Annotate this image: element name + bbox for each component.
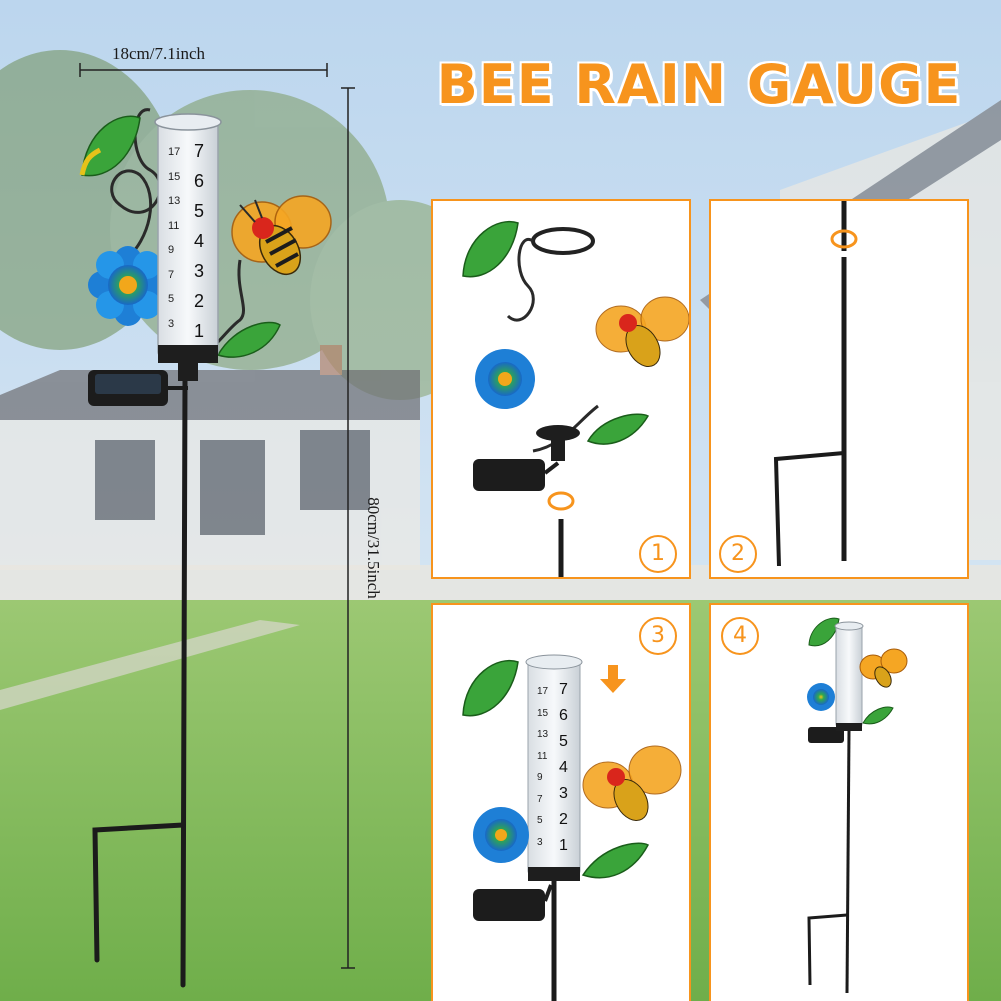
scale-inch-mark: 4 [194,231,205,251]
gauge-tube [154,113,222,381]
width-dimension-line [79,63,328,77]
scale-cm-mark: 7 [537,793,543,805]
step-1-illustration [462,220,689,577]
scale-inch-mark: 7 [194,141,205,161]
scale-cm-mark: 13 [168,195,181,207]
solar-light [88,370,188,406]
scale-inch-mark: 5 [559,733,568,750]
house-left [0,345,420,570]
step-4-illustration [807,617,908,994]
scale-cm-mark: 5 [537,815,543,826]
step-1-badge: 1 [639,535,677,573]
leaf-top [81,115,141,177]
step-3-panel: 17 15 13 11 9 7 5 3 7 6 5 4 3 2 1 3 [431,603,691,1001]
height-dimension-label: 80cm/31.5inch [364,497,383,599]
step-2-illustration [773,201,858,567]
scale-cm-mark: 9 [168,244,175,256]
gauge-scale: 17 15 13 11 9 7 5 3 7 6 5 4 3 2 1 [162,136,218,350]
scale-cm-column: 17 15 13 11 9 7 5 3 [168,140,190,336]
step-4-panel: 4 [709,603,969,1001]
scale-inch-mark: 4 [559,759,568,776]
flower [88,246,169,326]
scale-cm-mark: 15 [168,170,181,183]
scale-cm-mark: 3 [168,317,175,330]
scale-cm-mark: 15 [537,707,549,719]
scale-inch-mark: 1 [559,837,568,854]
scale-cm-mark: 17 [537,686,549,697]
step-1-panel: 1 [431,199,691,579]
scale-cm-mark: 11 [168,219,180,232]
scale-inch-mark: 7 [559,681,568,698]
rain-gauge-stake [92,377,188,988]
step-3-badge: 3 [639,617,677,655]
scale-cm-column: 17 15 13 11 9 7 5 3 [537,681,555,853]
scale-inch-mark: 2 [194,291,205,311]
scale-cm-mark: 11 [537,750,548,762]
scale-inch-column: 7 6 5 4 3 2 1 [559,677,577,859]
scale-inch-mark: 6 [194,171,205,191]
scale-cm-mark: 3 [537,836,543,848]
scale-inch-mark: 3 [194,261,205,281]
width-dimension-label: 18cm/7.1inch [112,44,206,63]
scale-inch-mark: 6 [559,707,568,724]
step-2-panel: 2 [709,199,969,579]
scale-cm-mark: 9 [537,772,543,783]
step-2-badge: 2 [719,535,757,573]
scale-cm-mark: 7 [168,268,175,281]
scale-inch-mark: 5 [194,201,205,221]
height-dimension-line [341,87,355,969]
leaf-bottom [216,321,281,358]
scale-cm-mark: 13 [537,729,549,740]
scale-inch-column: 7 6 5 4 3 2 1 [194,136,216,346]
step-3-illustration [462,654,682,1001]
scale-cm-mark: 17 [168,146,181,158]
scale-inch-mark: 2 [559,811,568,828]
step-4-badge: 4 [721,617,759,655]
scale-cm-mark: 5 [168,293,175,305]
scale-inch-mark: 1 [194,321,205,341]
step-3-scale: 17 15 13 11 9 7 5 3 7 6 5 4 3 2 1 [535,677,579,867]
scale-inch-mark: 3 [559,785,568,802]
product-title: BEE RAIN GAUGE [436,53,962,116]
bee [231,195,332,275]
